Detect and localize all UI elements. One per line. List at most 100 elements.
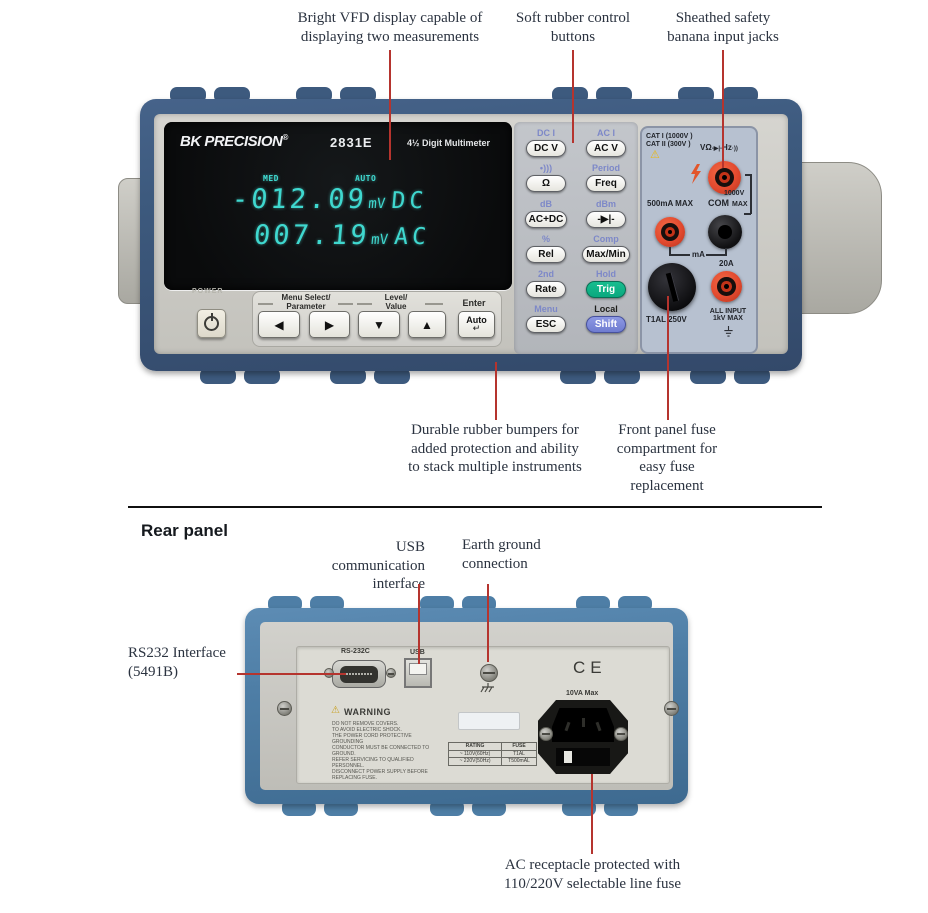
screw: [277, 701, 292, 716]
blank-label-sticker: [458, 712, 520, 730]
screw: [664, 701, 679, 716]
shift-button: Shift: [586, 316, 626, 334]
500ma-max-label: 500mA MAX: [647, 199, 693, 208]
keycell-trig: Hold Trig: [576, 268, 636, 303]
keycell-dcv: DC I DC V: [516, 127, 576, 162]
function-key-grid: DC I DC V AC I AC V •))) Ω Period Freq d…: [516, 127, 636, 339]
bumper-tab: [734, 368, 770, 384]
vohm-hz-label: VΩ-▶|-Hz·)): [700, 143, 738, 152]
cat1-rating: CAT I (1000V ): [646, 133, 693, 140]
ac-plus-dc-button: AC+DC: [524, 210, 568, 228]
annunciator-med: MED: [263, 174, 279, 183]
ohm-button: Ω: [526, 175, 566, 193]
level-value-label: Level/ Value: [384, 293, 408, 311]
shift-label-dci: DC I: [537, 128, 555, 138]
table-header-rating: RATING: [448, 742, 502, 751]
section-divider: [128, 506, 822, 508]
nav-cluster: Menu Select/ Parameter Level/ Value Ente…: [252, 291, 502, 347]
bumper-tab: [604, 368, 640, 384]
auto-enter-button: Auto ↵: [458, 311, 495, 338]
ground-screw: [480, 664, 498, 682]
left-arrow-button: ◀: [258, 311, 300, 338]
model-description: 4½ Digit Multimeter: [407, 138, 491, 148]
rs232c-label: RS-232C: [341, 648, 370, 655]
display-line1-unit: mV: [367, 196, 386, 212]
bumper-tab: [324, 800, 358, 816]
bumper-tab: [374, 368, 410, 384]
shift-label-dbm: dBm: [596, 198, 616, 209]
enter-arrow-icon: ↵: [472, 323, 481, 333]
leader-earth: [487, 584, 489, 662]
max-min-button: Max/Min: [582, 245, 630, 263]
display-line1-value: -012.09: [230, 184, 369, 215]
20a-jack: [711, 271, 742, 302]
up-arrow-button: ▲: [408, 311, 446, 338]
display-line1-mode: DC: [390, 188, 429, 214]
leader-front-fuse: [667, 296, 669, 420]
keycell-ohm: •))) Ω: [516, 162, 576, 197]
warning-title: WARNING: [344, 707, 391, 717]
shift-label-comp: Comp: [593, 233, 619, 244]
divider: [338, 303, 353, 305]
down-arrow-button: ▼: [358, 311, 400, 338]
max-label: MAX: [732, 201, 748, 208]
all-input-label: ALL INPUT 1kV MAX: [709, 308, 747, 322]
leader-ac: [591, 774, 593, 854]
screw: [614, 727, 628, 741]
up-arrow-icon: ▲: [421, 317, 433, 332]
screw: [386, 668, 396, 678]
shift-label-aci: AC I: [597, 128, 615, 138]
com-jack: [708, 215, 742, 249]
ma-line: [706, 254, 727, 256]
500ma-jack: [655, 217, 685, 247]
divider: [258, 303, 273, 305]
usb-label: USB: [410, 649, 425, 656]
callout-banana-jacks: Sheathed safety banana input jacks: [667, 10, 779, 45]
diode-icon: -▶|-: [711, 146, 723, 152]
shift-label-menu: Menu: [534, 304, 558, 315]
divider: [425, 303, 443, 305]
shift-label-2nd: 2nd: [537, 269, 554, 280]
warning-triangle-icon: ⚠: [331, 705, 340, 716]
shift-label-hold: Hold: [596, 269, 616, 280]
divider: [357, 303, 372, 305]
display-line2: 007.19 mV AC: [253, 220, 432, 251]
keycell-acdc: dB AC+DC: [516, 198, 576, 233]
screw: [539, 727, 553, 741]
table-header-fuse: FUSE: [501, 742, 537, 751]
keycell-diode: dBm -▶|-: [576, 198, 636, 233]
warning-triangle-icon: ⚠: [650, 149, 660, 161]
freq-button: Freq: [586, 175, 626, 193]
keycell-rel: % Rel: [516, 233, 576, 268]
menu-select-label: Menu Select/ Parameter: [281, 293, 331, 311]
shift-label-local: Local: [594, 304, 618, 315]
bumper-tab: [430, 800, 464, 816]
leader-vfd: [389, 50, 391, 160]
fuse-rating-label: T1AL 250V: [646, 315, 687, 324]
bumper-tab: [560, 368, 596, 384]
right-arrow-icon: ▶: [324, 317, 335, 332]
keycell-freq: Period Freq: [576, 162, 636, 197]
keycell-maxmin: Comp Max/Min: [576, 233, 636, 268]
bumper-tab: [562, 800, 596, 816]
callout-earth: Earth ground connection: [462, 537, 541, 572]
callout-front-fuse: Front panel fuse compartment for easy fu…: [616, 422, 718, 494]
leader-bumpers: [495, 362, 497, 420]
shift-label-period: Period: [591, 163, 620, 174]
bumper-tab: [690, 368, 726, 384]
down-arrow-icon: ▼: [373, 317, 385, 332]
ma-line: [669, 247, 671, 256]
front-fuse-holder: [648, 263, 696, 311]
key-panel: [514, 122, 638, 354]
right-handle: [786, 162, 882, 314]
bracket-line: [750, 174, 752, 214]
leader-usb: [418, 584, 420, 664]
max-1000v-label: 1000V: [724, 190, 745, 197]
ma-line: [725, 248, 727, 256]
leader-buttons: [572, 50, 574, 143]
rel-button: Rel: [526, 245, 566, 263]
power-icon: [204, 316, 219, 331]
keycell-acv: AC I AC V: [576, 127, 636, 162]
table-cell: ~ 220V(50Hz): [448, 757, 502, 766]
bumper-tab: [330, 368, 366, 384]
